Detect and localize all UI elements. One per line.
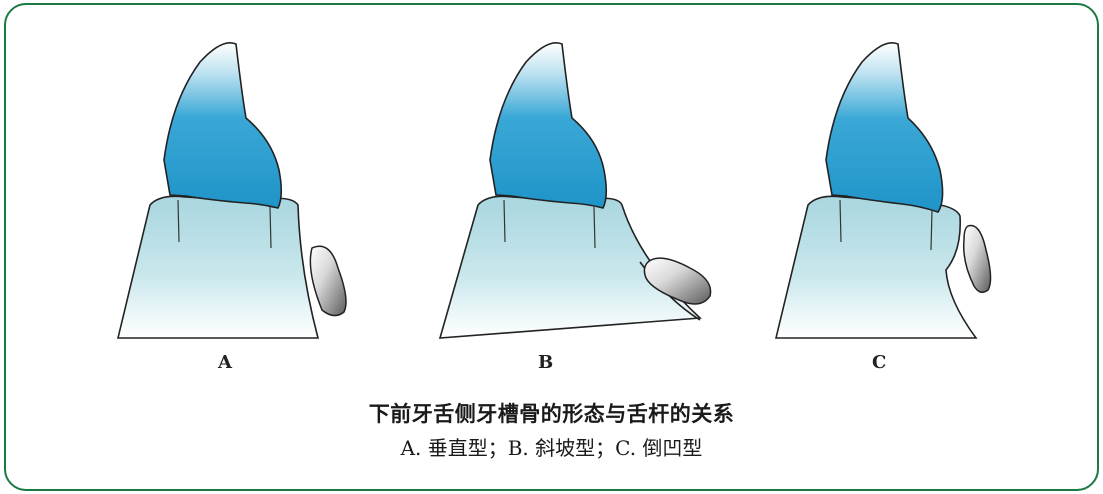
- panel-label-c: C: [872, 352, 887, 373]
- panel-c-drawing: [774, 42, 992, 339]
- panel-label-b: B: [538, 352, 554, 373]
- panel-a-alveolar-bone: [116, 195, 320, 339]
- panel-c-lingual-bar: [962, 224, 992, 293]
- panel-b-drawing: [438, 42, 712, 339]
- panel-a-lingual-bar: [309, 245, 347, 317]
- caption-title: 下前牙舌侧牙槽骨的形态与舌杆的关系: [368, 402, 735, 426]
- panel-label-a: A: [218, 352, 232, 373]
- panel-a-crown: [163, 42, 283, 209]
- panel-c-crown: [825, 42, 944, 213]
- panel-c-alveolar-bone: [774, 195, 978, 339]
- caption-subtitle: A. 垂直型；B. 斜坡型；C. 倒凹型: [400, 436, 703, 460]
- panel-a-drawing: [116, 42, 347, 339]
- panel-b-crown: [489, 42, 608, 209]
- panel-b-lingual-bar: [643, 257, 712, 305]
